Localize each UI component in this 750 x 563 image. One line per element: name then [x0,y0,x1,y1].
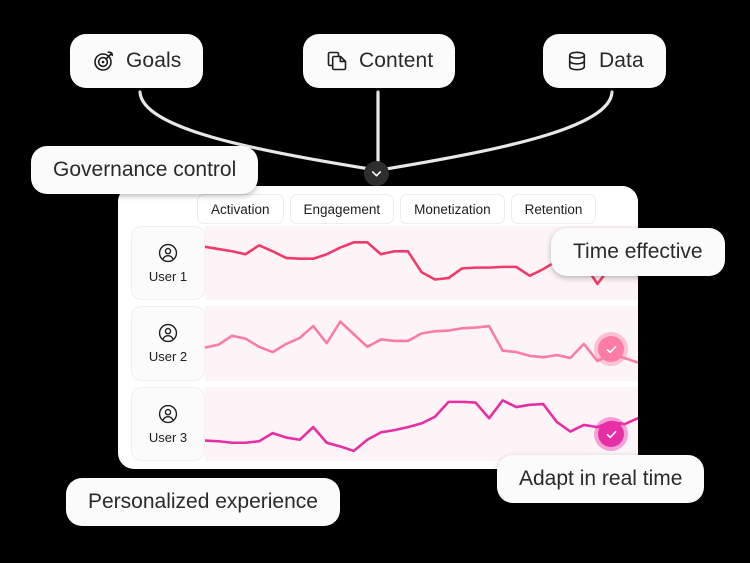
badge-core [598,336,624,362]
table-row: User 2 [118,306,638,381]
status-badge-user-3[interactable] [594,417,628,451]
pill-goals[interactable]: Goals [70,34,204,88]
user-label: User 3 [148,429,188,445]
pill-data[interactable]: Data [543,34,666,88]
table-row: User 3 [118,386,638,461]
user-circle-icon [157,242,179,264]
badge-core [598,421,624,447]
target-icon [92,49,116,73]
tab-label: Activation [211,201,270,217]
user-card-1[interactable]: User 1 [131,226,205,301]
user-rows: User 1 [118,226,638,469]
user-card-3[interactable]: User 3 [131,386,205,461]
tab-label: Monetization [414,201,491,217]
callout-time-effective[interactable]: Time effective [551,228,725,276]
callout-governance-control[interactable]: Governance control [31,146,259,194]
tab-bar: Activation Engagement Monetization Reten… [118,186,638,226]
copy-documents-icon [325,49,349,73]
callout-label: Governance control [53,158,237,181]
tab-monetization[interactable]: Monetization [400,194,505,224]
tab-retention[interactable]: Retention [510,194,597,224]
check-circle-icon [606,345,616,353]
callout-label: Adapt in real time [519,467,683,490]
pill-label: Content [359,49,434,72]
user-card-2[interactable]: User 2 [131,306,205,381]
sparkline-user-2 [205,306,638,381]
check-circle-icon [606,430,616,438]
tab-activation[interactable]: Activation [197,194,284,224]
callout-adapt-in-real-time[interactable]: Adapt in real time [497,455,705,503]
user-circle-icon [157,403,179,425]
sparkline-user-3 [205,386,638,461]
tab-label: Engagement [303,201,381,217]
callout-label: Personalized experience [88,490,318,513]
tab-label: Retention [524,201,583,217]
chevron-down-icon[interactable] [364,161,389,186]
database-icon [565,49,589,73]
status-badge-user-2[interactable] [594,332,628,366]
user-label: User 1 [148,269,188,285]
pill-label: Data [599,49,644,72]
tab-engagement[interactable]: Engagement [289,194,395,224]
user-circle-icon [157,322,179,344]
callout-personalized-experience[interactable]: Personalized experience [66,478,340,526]
pill-content[interactable]: Content [303,34,456,88]
callout-label: Time effective [573,240,703,263]
user-label: User 2 [148,349,188,365]
analytics-panel: Activation Engagement Monetization Reten… [118,186,638,469]
pill-label: Goals [126,49,182,72]
